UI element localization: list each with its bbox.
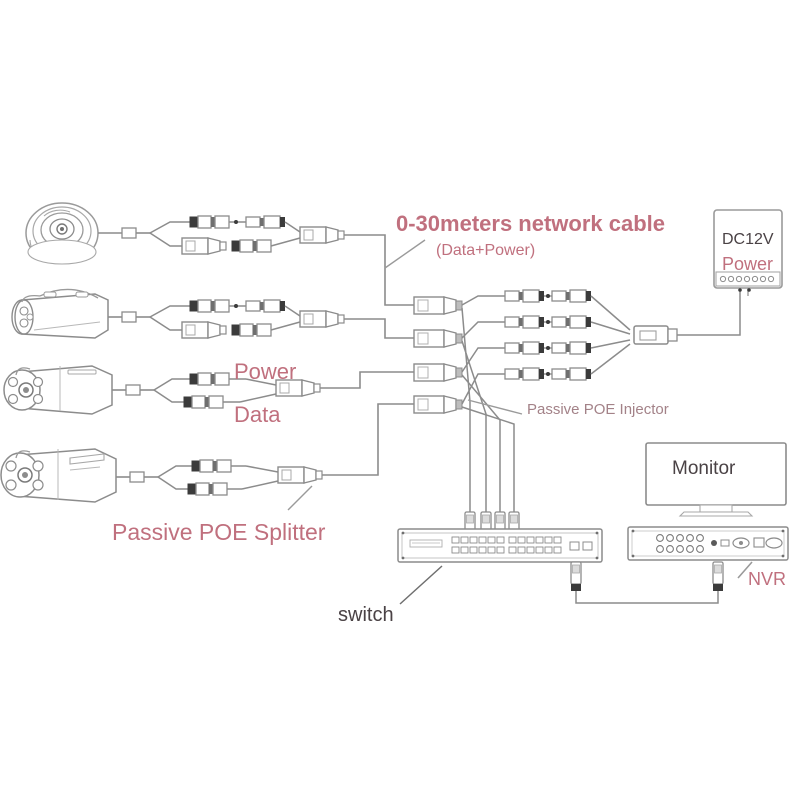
poe-injector-1: [413, 296, 463, 315]
power-trunk-connector: [633, 288, 749, 345]
poe-injector-4: [413, 395, 463, 414]
poe-splitter-2: [108, 299, 345, 339]
dc12v-power-supply: [713, 209, 783, 292]
passive-poe-splitter-label: Passive POE Splitter: [112, 519, 326, 545]
data-label: Data: [234, 402, 281, 427]
dome-camera: [25, 202, 99, 265]
bullet-camera-3: [0, 448, 117, 503]
poe-switch: [397, 528, 603, 563]
passive-poe-injector-label: Passive POE Injector: [527, 401, 669, 418]
poe-injector-bank: [413, 296, 463, 414]
nvr-label: NVR: [748, 569, 787, 589]
switch-uplink-cables: [461, 307, 520, 542]
switch-label: switch: [338, 604, 394, 626]
poe-splitter-3: [112, 372, 321, 409]
monitor-display: [645, 442, 787, 517]
dc12v-power-label: Power: [722, 254, 774, 274]
network-cable-label: 0-30meters network cable: [396, 211, 666, 236]
monitor-label: Monitor: [672, 458, 736, 479]
poe-splitter-4: [116, 459, 323, 496]
poe-injector-3: [413, 363, 463, 382]
injector-power-chains: [461, 289, 631, 405]
dc12v-label: DC12V: [722, 231, 774, 248]
bullet-camera-1: [11, 288, 109, 339]
switch-nvr-link: [570, 561, 724, 604]
nvr-recorder: [627, 526, 789, 561]
network-cable-runs: [320, 234, 414, 476]
leader-lines: [287, 239, 753, 605]
poe-splitter-1: [98, 215, 345, 255]
poe-injector-2: [413, 329, 463, 348]
network-cable-sublabel: (Data+Power): [436, 242, 536, 259]
bullet-camera-2: [3, 365, 113, 415]
power-label: Power: [234, 359, 297, 384]
